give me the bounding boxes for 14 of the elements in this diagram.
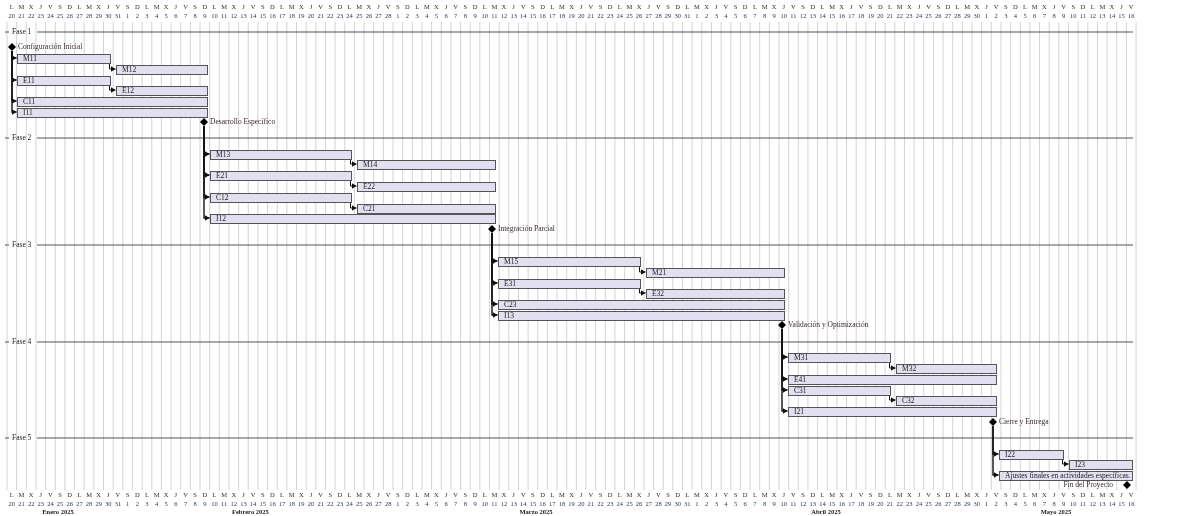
connector-arrow: [781, 328, 789, 414]
connector-arrow: [350, 179, 357, 189]
connector-arrow: [109, 62, 116, 72]
connector-arrow: [639, 287, 646, 296]
connector-arrow: [639, 265, 646, 275]
connector-arrow: [350, 201, 357, 211]
connector-arrow: [889, 361, 896, 371]
connector-arrow: [350, 158, 357, 167]
connector-arrow: [11, 50, 18, 115]
connector-arrow: [992, 425, 1000, 478]
connector-arrow: [889, 394, 896, 403]
connector-arrow: [203, 125, 211, 221]
connector-arrow: [109, 84, 116, 93]
connector-arrow: [1062, 458, 1069, 467]
